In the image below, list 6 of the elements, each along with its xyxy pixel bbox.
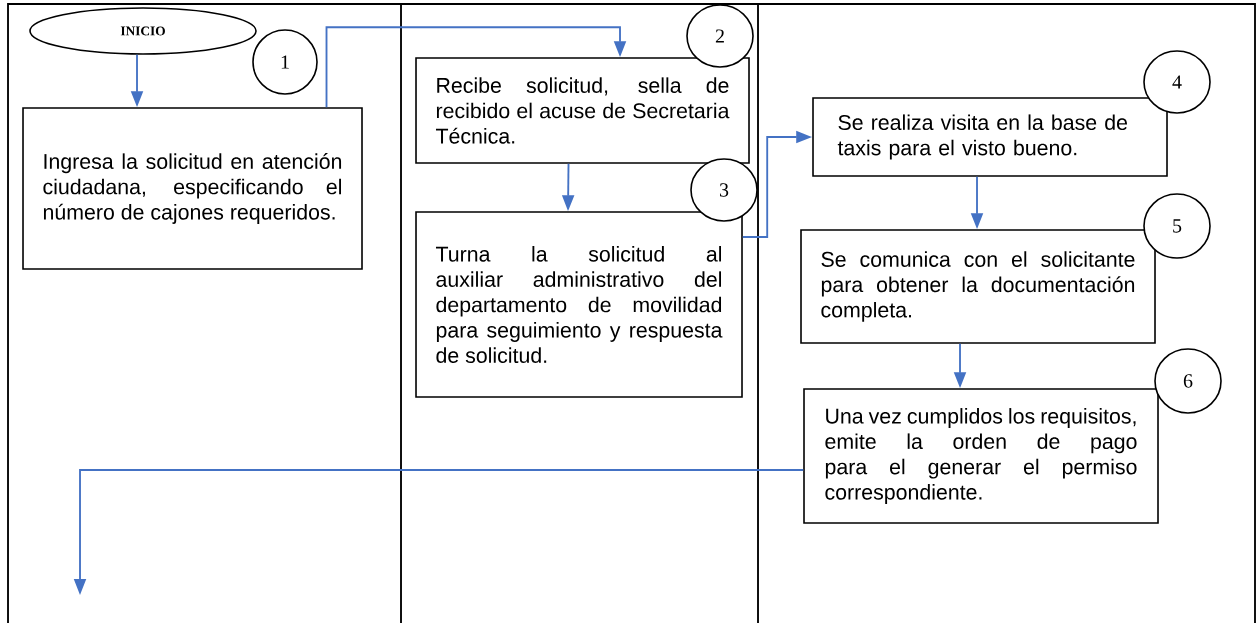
process-box: Turna la solicitud al auxiliar administrativo del departamento de movilidad para seguimiento y respuesta de solicitud. xyxy=(415,211,743,398)
arrow xyxy=(325,26,627,109)
process-box: Se comunica con el solicitante para obtener la documentación completa. xyxy=(800,229,1156,344)
process-box: Una vez cumplidos los requisitos, emite la orden de pago para el generar el permiso correspondiente. xyxy=(803,388,1159,524)
process-box: Ingresa la solicitud en atención ciudadana, especificando el número de cajones requeridos. xyxy=(22,107,363,270)
process-box: Se realiza visita en la base de taxis para el visto bueno. xyxy=(812,97,1168,177)
